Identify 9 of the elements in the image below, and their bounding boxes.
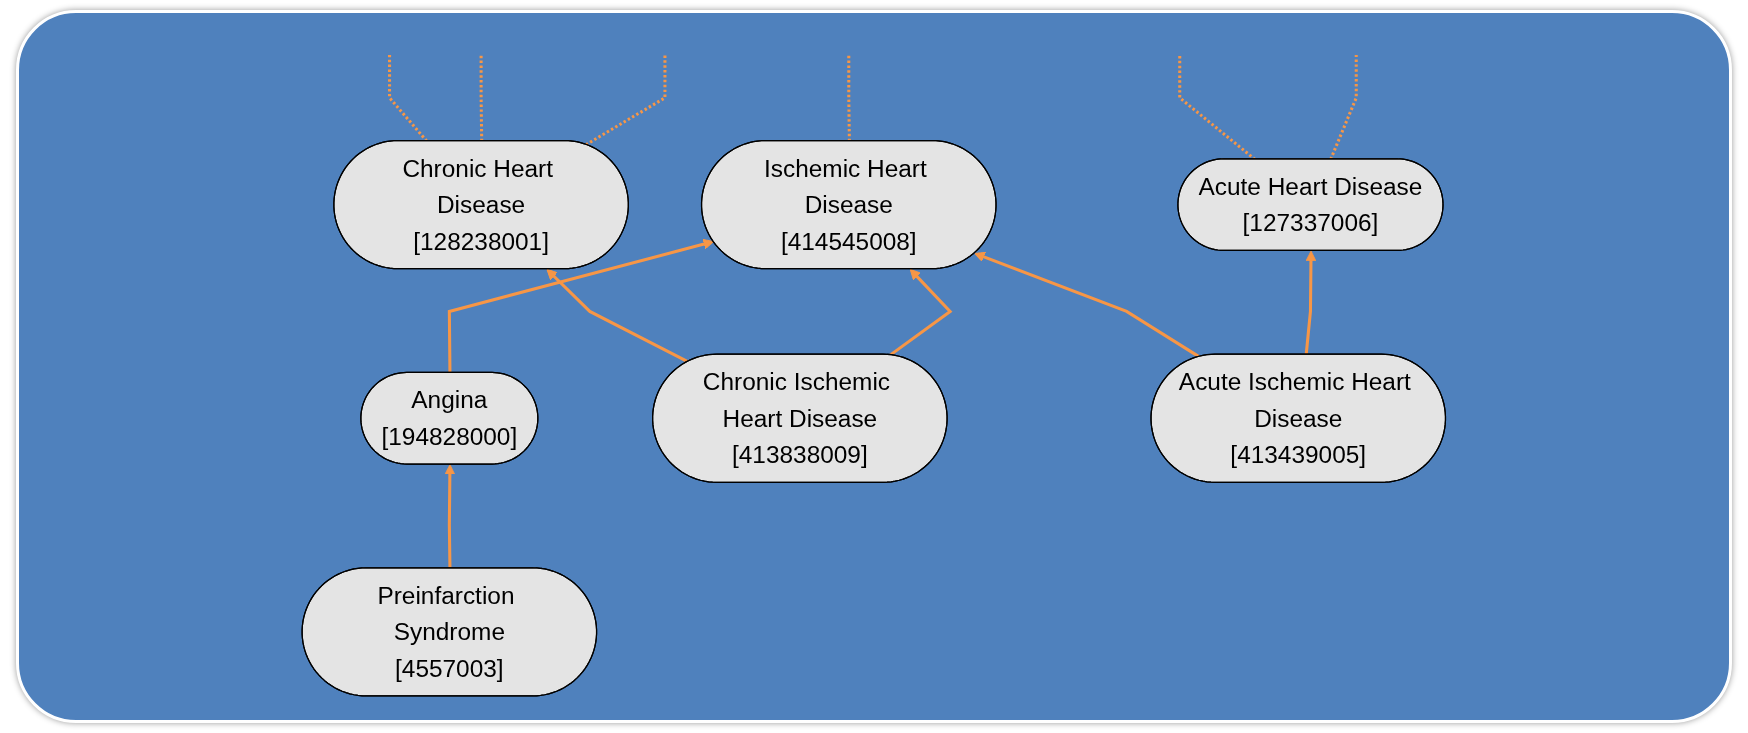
arrow: [1304, 250, 1317, 356]
connector: [847, 55, 852, 142]
arrow: [546, 268, 690, 364]
arrow: [974, 252, 1201, 359]
arrow: [448, 239, 715, 374]
arrow: [889, 268, 953, 357]
connector: [585, 55, 667, 147]
arrow: [444, 464, 456, 569]
connector: [479, 55, 484, 142]
